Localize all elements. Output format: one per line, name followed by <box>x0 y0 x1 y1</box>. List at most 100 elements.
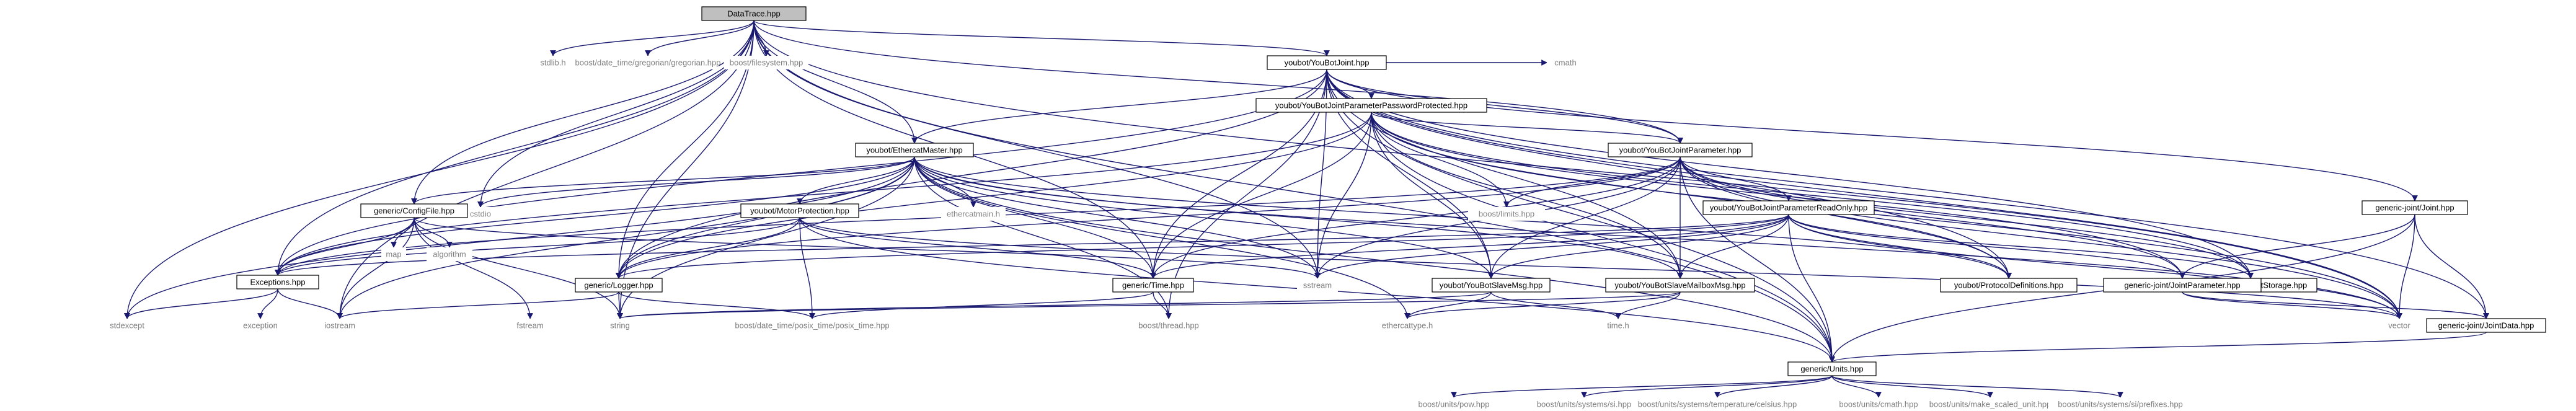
node-box-celsius <box>1637 397 1797 411</box>
node-label-datatrace: DataTrace.hpp <box>727 9 781 19</box>
node-box-time <box>1112 278 1194 293</box>
node-label-ethercattype: ethercattype.h <box>1382 321 1433 330</box>
node-box-pow <box>1410 397 1497 411</box>
edge-jparam-to-time <box>1150 156 1681 279</box>
node-label-cstdio: cstdio <box>470 210 491 219</box>
edge-configfile-to-iostream <box>337 217 415 319</box>
node-vector: vector <box>2383 319 2415 332</box>
node-genjoint[interactable]: generic-joint/Joint.hpp <box>2361 200 2468 215</box>
edge-jppp-to-logger <box>616 112 1372 279</box>
node-gjdata[interactable]: generic-joint/JointData.hpp <box>2426 318 2546 333</box>
edge-jparam-to-gjparam <box>1680 156 2185 279</box>
edge-units-to-scaledunit <box>1831 375 1993 398</box>
edge-jparam-to-logger <box>616 156 1681 279</box>
node-box-jparam <box>1608 143 1753 157</box>
edge-units-to-celsius <box>1714 375 1833 398</box>
edge-jppp-to-vector <box>1371 112 2402 319</box>
edge-joint-to-thread <box>1166 69 1327 319</box>
edge-jppp-to-jstorage <box>1371 112 2254 279</box>
edge-slavemsg-to-string <box>617 291 1492 319</box>
node-celsius: boost/units/systems/temperature/celsius.… <box>1637 397 1797 411</box>
node-stdexcept: stdexcept <box>105 319 149 332</box>
edge-jparam-to-slavemsg <box>1488 156 1681 279</box>
edge-exceptions-to-stdexcept <box>124 288 278 319</box>
edge-joint-to-exceptions <box>275 69 1327 276</box>
node-protodef[interactable]: youbot/ProtocolDefinitions.hpp <box>1940 278 2078 293</box>
node-mailboxmsg[interactable]: youbot/YouBotSlaveMailboxMsg.hpp <box>1605 278 1755 293</box>
edge-ethercat-to-sstream <box>914 156 1321 279</box>
dependency-edges <box>124 20 2489 398</box>
node-box-unitscmath <box>1831 397 1926 411</box>
node-gjparam[interactable]: generic-joint/JointParameter.hpp <box>2103 278 2262 293</box>
node-ethercat[interactable]: youbot/EthercatMaster.hpp <box>855 143 974 157</box>
edge-ethercat-to-time <box>914 156 1156 279</box>
edge-ethercat-to-iostream <box>337 156 915 319</box>
node-box-protodef <box>1940 278 2078 293</box>
node-box-gjparam <box>2103 278 2262 293</box>
node-box-joint <box>1267 55 1387 70</box>
node-time[interactable]: generic/Time.hpp <box>1112 278 1194 293</box>
node-label-jpro: youbot/YouBotJointParameterReadOnly.hpp <box>1710 203 1867 213</box>
edge-motorprot-to-time <box>799 217 1156 279</box>
node-logger[interactable]: generic/Logger.hpp <box>575 278 663 293</box>
node-exceptions[interactable]: Exceptions.hpp <box>236 275 319 289</box>
edge-ethercat-to-ethercattype <box>914 156 1410 319</box>
node-jparam[interactable]: youbot/YouBotJointParameter.hpp <box>1608 143 1753 157</box>
edge-jpro-to-vector <box>1788 214 2402 319</box>
node-label-configfile: generic/ConfigFile.hpp <box>374 206 454 216</box>
node-label-exception: exception <box>243 321 278 330</box>
node-label-vector: vector <box>2388 321 2410 330</box>
node-units[interactable]: generic/Units.hpp <box>1787 361 1877 376</box>
node-joint[interactable]: youbot/YouBotJoint.hpp <box>1267 55 1387 70</box>
node-box-ethercatmain <box>941 207 1006 221</box>
node-jpro[interactable]: youbot/YouBotJointParameterReadOnly.hpp <box>1702 200 1875 215</box>
edge-datatrace-to-joint <box>753 20 1330 56</box>
node-label-stdexcept: stdexcept <box>110 321 144 330</box>
edge-motorprot-to-posixtime <box>799 217 815 319</box>
edge-mailboxmsg-to-timeh <box>1615 291 1681 319</box>
node-siprefixes: boost/units/systems/si/prefixes.hpp <box>2048 397 2192 411</box>
edge-slavemsg-to-ethercattype <box>1404 291 1492 319</box>
node-motorprot[interactable]: youbot/MotorProtection.hpp <box>740 203 859 218</box>
node-pow: boost/units/pow.hpp <box>1410 397 1497 411</box>
node-gregorian: boost/date_time/gregorian/gregorian.hpp <box>575 56 720 69</box>
node-box-exception <box>239 319 282 332</box>
edge-jpro-to-jstorage <box>1788 214 2254 279</box>
node-label-scaledunit: boost/units/make_scaled_unit.hpp <box>1929 400 2052 409</box>
node-unitscmath: boost/units/cmath.hpp <box>1831 397 1926 411</box>
node-box-fstream <box>513 319 547 332</box>
node-jppp[interactable]: youbot/YouBotJointParameterPasswordProte… <box>1255 98 1487 113</box>
node-label-ethercat: youbot/EthercatMaster.hpp <box>866 146 962 155</box>
edge-gjdata-to-units <box>1829 332 2487 363</box>
edge-datatrace-to-gregorian <box>645 20 755 56</box>
node-label-cmath: cmath <box>1554 58 1576 68</box>
node-si: boost/units/systems/si.hpp <box>1525 397 1643 411</box>
edge-motorprot-to-logger <box>616 217 800 279</box>
edge-jpro-to-units <box>1788 214 1835 363</box>
node-label-time: generic/Time.hpp <box>1122 281 1184 290</box>
edge-jpro-to-gjparam <box>1788 214 2185 279</box>
node-box-posixtime <box>720 319 904 332</box>
edge-genjoint-to-gjparam <box>2179 214 2415 279</box>
edge-configfile-to-fstream <box>414 217 533 319</box>
node-exception: exception <box>239 319 282 332</box>
node-box-cstdio <box>463 207 498 221</box>
node-label-timeh: time.h <box>1607 321 1629 330</box>
node-filesystem: boost/filesystem.hpp <box>724 56 808 69</box>
node-configfile[interactable]: generic/ConfigFile.hpp <box>360 203 468 218</box>
node-box-units <box>1787 361 1877 376</box>
edge-jpro-to-logger <box>616 214 1789 279</box>
edge-jparam-to-jstorage <box>1680 156 2254 279</box>
node-box-cmath <box>1547 56 1584 69</box>
node-algorithm: algorithm <box>427 247 472 261</box>
node-datatrace[interactable]: DataTrace.hpp <box>701 6 807 21</box>
node-box-scaledunit <box>1920 397 2060 411</box>
node-label-gjparam: generic-joint/JointParameter.hpp <box>2124 281 2240 290</box>
node-box-vector <box>2383 319 2415 332</box>
edge-ethercat-to-cstdio <box>477 156 915 208</box>
edge-ethercat-to-protodef <box>914 156 2012 279</box>
node-slavemsg[interactable]: youbot/YouBotSlaveMsg.hpp <box>1432 278 1551 293</box>
edge-logger-to-posixtime <box>618 291 815 319</box>
node-box-jppp <box>1255 98 1487 113</box>
